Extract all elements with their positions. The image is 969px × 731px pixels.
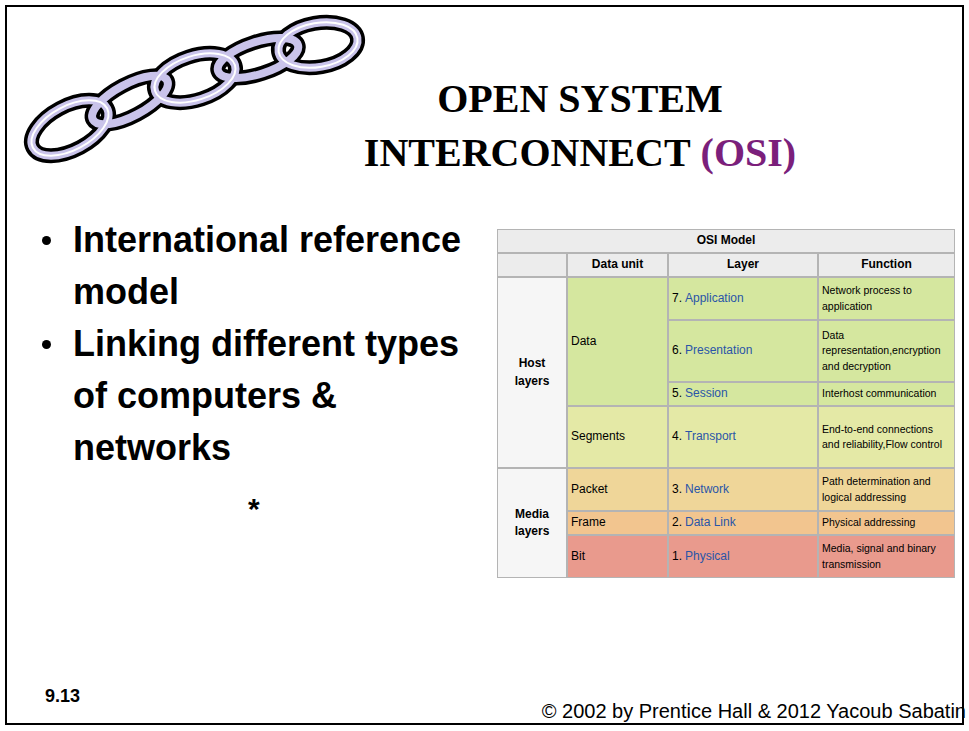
cell-content: Layer: [727, 256, 759, 273]
table-cell: [497, 253, 567, 277]
cell-content: Data representation,encryption and decry…: [822, 328, 951, 374]
layer-text: Transport: [685, 429, 736, 443]
cell-content: Bit: [571, 548, 585, 565]
header-text: Layer: [727, 257, 759, 271]
function-text: End-to-end connections and reliability,F…: [822, 423, 942, 450]
function-text: Path determination and logical addressin…: [822, 475, 931, 502]
header-text: Function: [861, 257, 912, 271]
layer-text: Bit: [571, 549, 585, 563]
header-text: Host layers: [515, 356, 550, 387]
bullet-dot: [42, 236, 51, 245]
function-text: Media, signal and binary transmission: [822, 542, 936, 569]
function-text: Interhost communication: [822, 387, 936, 399]
chain-clipart: [0, 0, 400, 200]
layer-text: Data: [571, 334, 596, 348]
cell-content: Function: [861, 256, 912, 273]
cell-content: Interhost communication: [822, 386, 936, 401]
table-cell: Path determination and logical addressin…: [818, 468, 955, 511]
cell-content: Frame: [571, 514, 606, 531]
copyright-note: © 2002 by Prentice Hall & 2012 Yacoub Sa…: [542, 700, 966, 723]
cell-content: 5.Session: [672, 385, 728, 402]
layer-text: 5.: [672, 386, 682, 400]
function-text: Physical addressing: [822, 516, 915, 528]
cell-content: 3.Network: [672, 481, 729, 498]
cell-content: 6.Presentation: [672, 342, 752, 359]
table-cell: Function: [818, 253, 955, 277]
cell-content: 7.Application: [672, 290, 744, 307]
cell-content: OSI Model: [697, 232, 756, 249]
layer-text: Data Link: [685, 515, 736, 529]
cell-content: 4.Transport: [672, 428, 736, 445]
cell-content: Network process to application: [822, 283, 951, 313]
layer-text: 1.: [672, 549, 682, 563]
cell-content: Media layers: [501, 506, 563, 541]
table-cell: Physical addressing: [818, 511, 955, 535]
table-cell: Interhost communication: [818, 382, 955, 406]
cell-content: Path determination and logical addressin…: [822, 474, 951, 504]
cell-content: Packet: [571, 481, 608, 498]
table-cell: Host layers: [497, 277, 567, 468]
cell-content: Physical addressing: [822, 515, 915, 530]
title-text: OPEN SYSTEM INTERCONNECT: [364, 76, 723, 175]
layer-text: Network: [685, 482, 729, 496]
table-cell: Segments: [567, 406, 668, 468]
cell-content: Media, signal and binary transmission: [822, 541, 951, 571]
table-cell: Packet: [567, 468, 668, 511]
layer-text: Presentation: [685, 343, 752, 357]
table-cell: Media layers: [497, 468, 567, 578]
table-cell: Layer: [668, 253, 818, 277]
layer-text: Session: [685, 386, 728, 400]
table-cell: 4.Transport: [668, 406, 818, 468]
slide-title: OPEN SYSTEM INTERCONNECT(OSI): [330, 72, 830, 180]
bullet-dot: [42, 340, 51, 349]
cell-content: 1.Physical: [672, 548, 730, 565]
function-text: Network process to application: [822, 284, 912, 311]
cell-content: Segments: [571, 428, 625, 445]
layer-text: Segments: [571, 429, 625, 443]
table-cell: Data unit: [567, 253, 668, 277]
layer-text: 6.: [672, 343, 682, 357]
page-number: 9.13: [45, 686, 80, 707]
layer-text: Application: [685, 291, 744, 305]
cell-content: Data unit: [592, 256, 643, 273]
cell-content: End-to-end connections and reliability,F…: [822, 422, 951, 452]
layer-text: 3.: [672, 482, 682, 496]
layer-text: 7.: [672, 291, 682, 305]
table-cell: Media, signal and binary transmission: [818, 535, 955, 578]
header-text: Media layers: [515, 507, 550, 538]
table-cell: Data: [567, 277, 668, 406]
layer-text: Packet: [571, 482, 608, 496]
table-cell: Network process to application: [818, 277, 955, 320]
table-cell: 6.Presentation: [668, 320, 818, 382]
table-cell: 1.Physical: [668, 535, 818, 578]
header-text: Data unit: [592, 257, 643, 271]
star-mark: *: [248, 492, 260, 526]
cell-content: 2.Data Link: [672, 514, 736, 531]
function-text: Data representation,encryption and decry…: [822, 329, 941, 371]
table-cell: 5.Session: [668, 382, 818, 406]
table-cell: OSI Model: [497, 229, 955, 253]
cell-content: Host layers: [501, 355, 563, 390]
table-cell: Data representation,encryption and decry…: [818, 320, 955, 382]
layer-text: 4.: [672, 429, 682, 443]
header-text: OSI Model: [697, 233, 756, 247]
cell-content: Data: [571, 333, 596, 350]
table-cell: Bit: [567, 535, 668, 578]
table-cell: End-to-end connections and reliability,F…: [818, 406, 955, 468]
title-acronym: (OSI): [701, 126, 797, 180]
layer-text: 2.: [672, 515, 682, 529]
table-cell: 3.Network: [668, 468, 818, 511]
table-cell: 2.Data Link: [668, 511, 818, 535]
table-cell: 7.Application: [668, 277, 818, 320]
bullet-text: International reference model: [73, 214, 483, 318]
layer-text: Frame: [571, 515, 606, 529]
layer-text: Physical: [685, 549, 730, 563]
bullet-text: Linking different types of computers & n…: [73, 318, 483, 474]
table-cell: Frame: [567, 511, 668, 535]
